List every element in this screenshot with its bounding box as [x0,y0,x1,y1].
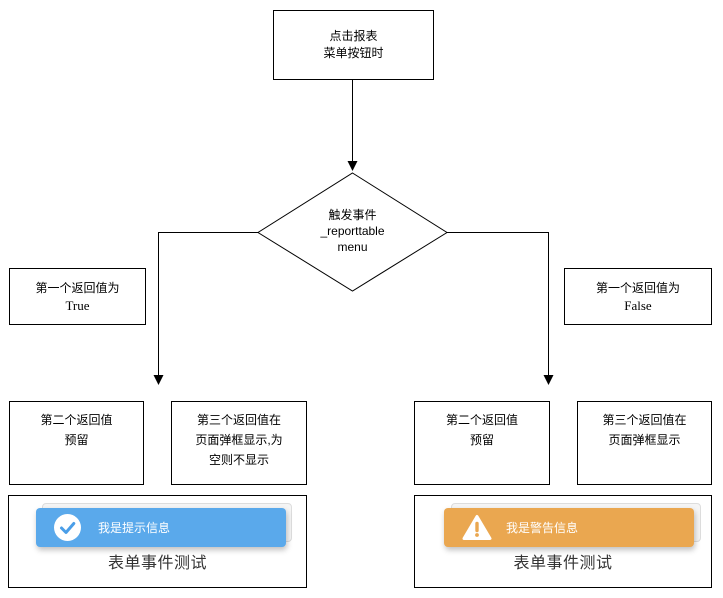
arrowhead-down-center [347,161,358,171]
flow-node-condition-true: 第一个返回值为 True [9,268,146,325]
warning-toast-message: 我是警告信息 [506,521,579,535]
form-test-caption: 表单事件测试 [107,555,207,572]
flow-node-condition-false: 第一个返回值为 False [564,268,712,325]
connector-decision-left [158,232,258,376]
check-circle-icon [54,514,84,541]
warning-toast: 我是警告信息 [444,508,694,547]
decision-line-menu: menu [337,240,368,254]
flow-node-right-return2: 第二个返回值 预留 [414,401,550,485]
flow-node-right-return3: 第三个返回值在 页面弹框显示 [577,401,712,485]
screenshot-warning-example: 我是警告信息 表单事件测试 [414,495,712,588]
connector-decision-right [447,232,549,376]
flow-node-start: 点击报表 菜单按钮时 [273,10,434,80]
info-toast-message: 我是提示信息 [98,521,171,535]
warning-triangle-icon [462,514,492,541]
screenshot-info-example: 我是提示信息 表单事件测试 [8,495,307,588]
decision-line-zh: 触发事件 [328,208,377,222]
decision-diamond-shape [257,172,448,292]
info-toast: 我是提示信息 [36,508,286,547]
decision-line-event: _reporttable [320,224,385,238]
flow-node-decision: 触发事件 _reporttable menu [258,207,447,255]
arrowhead-down-left [153,375,164,385]
condition-true-text: 第一个返回值为 [35,280,120,295]
flow-node-left-return2: 第二个返回值 预留 [9,401,144,485]
form-test-caption: 表单事件测试 [513,555,613,572]
flow-node-left-return3: 第三个返回值在 页面弹框显示,为 空则不显示 [171,401,307,485]
condition-false-text: 第一个返回值为 [595,280,680,295]
condition-false-value: False [624,297,652,313]
arrowhead-down-right [543,375,554,385]
condition-true-value: True [65,297,90,313]
